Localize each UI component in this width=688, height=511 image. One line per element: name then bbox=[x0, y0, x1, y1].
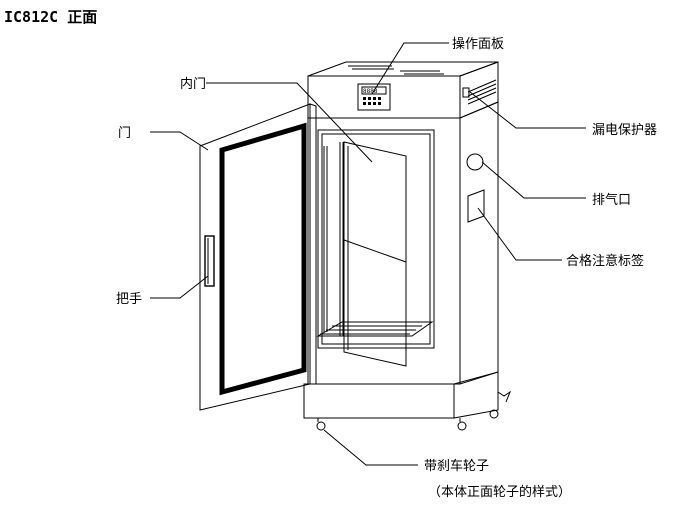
label-handle: 把手 bbox=[116, 292, 142, 307]
leakage-protector-switch bbox=[462, 87, 470, 98]
chamber-interior bbox=[316, 142, 434, 337]
exhaust-port bbox=[466, 153, 484, 171]
label-cert-label: 合格注意标签 bbox=[566, 253, 644, 269]
top-vent bbox=[348, 65, 444, 75]
door-handle bbox=[204, 235, 215, 287]
inner-door bbox=[343, 141, 407, 367]
power-cable bbox=[497, 390, 512, 403]
outer-door bbox=[199, 103, 317, 411]
cabinet-body bbox=[303, 61, 512, 419]
label-door: 门 bbox=[118, 126, 131, 141]
label-inner-door: 内门 bbox=[180, 76, 206, 92]
label-exhaust-port: 排气口 bbox=[592, 192, 631, 208]
control-panel: 8888 bbox=[357, 83, 391, 111]
casters bbox=[316, 409, 499, 431]
label-control-panel: 操作面板 bbox=[452, 36, 504, 52]
shelf bbox=[316, 321, 434, 337]
diagram-title: IC812C 正面 bbox=[4, 8, 97, 26]
label-caster-note: （本体正面轮子的样式） bbox=[428, 484, 571, 500]
cert-label-plate bbox=[467, 189, 485, 223]
panel-display: 8888 bbox=[363, 88, 378, 95]
leader-lines bbox=[150, 42, 586, 466]
cabinet-base bbox=[303, 383, 455, 419]
label-brake-casters: 带刹车轮子 bbox=[424, 458, 489, 474]
door-window-frame bbox=[219, 122, 307, 396]
side-vent bbox=[467, 79, 497, 105]
label-leakage-protector: 漏电保护器 bbox=[592, 122, 657, 138]
